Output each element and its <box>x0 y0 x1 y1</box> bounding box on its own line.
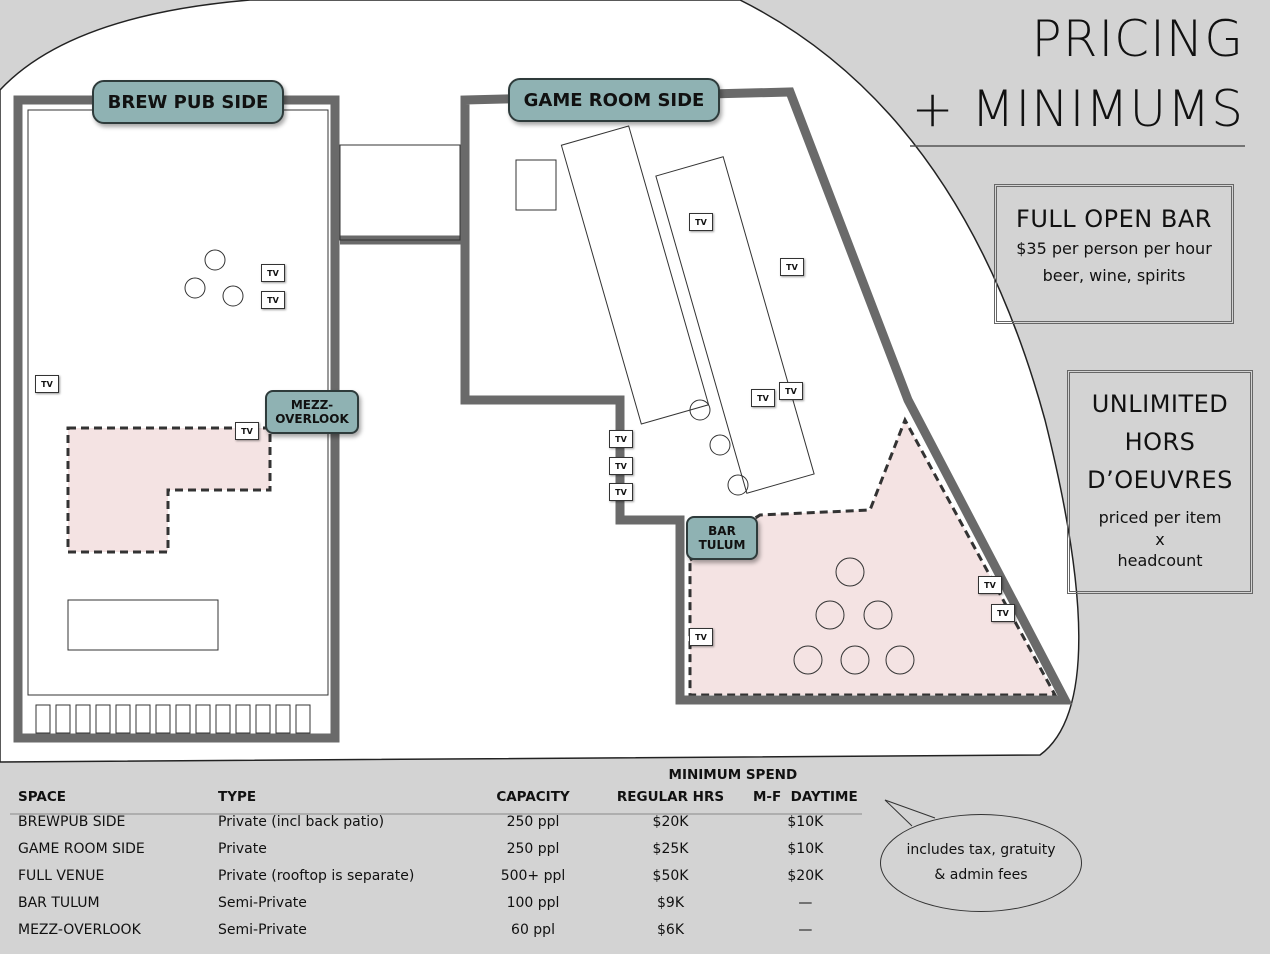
plan-details <box>27 109 915 696</box>
cell-capacity: 250 ppl <box>506 840 560 857</box>
header-space: SPACE <box>18 789 66 805</box>
cell-daytime: $10K <box>787 813 824 830</box>
tv-marker: TV <box>689 213 713 231</box>
tv-marker: TV <box>780 258 804 276</box>
hors-heading-2: HORS <box>1124 428 1196 456</box>
pink-area-tulum <box>688 416 1058 697</box>
table-row: MEZZ-OVERLOOK Semi-Private 60 ppl $6K — <box>8 916 868 943</box>
header-regular-hrs: REGULAR HRS <box>616 789 725 805</box>
tulum-line2: TULUM <box>698 538 746 552</box>
table-row: GAME ROOM SIDE Private 250 ppl $25K $10K <box>8 835 868 862</box>
open-bar-details: beer, wine, spirits <box>1042 266 1186 285</box>
cell-regular: $6K <box>657 921 684 938</box>
minimum-spend-header: MINIMUM SPEND <box>668 767 798 783</box>
pricing-table: MINIMUM SPEND SPACE TYPE CAPACITY REGULA… <box>8 764 868 943</box>
open-bar-heading: FULL OPEN BAR <box>1016 205 1212 233</box>
tv-marker: TV <box>609 430 633 448</box>
tv-marker: TV <box>35 375 59 393</box>
tv-marker: TV <box>261 264 285 282</box>
header-mf-daytime: M-F DAYTIME <box>753 789 858 805</box>
tv-marker: TV <box>689 628 713 646</box>
tv-marker: TV <box>991 604 1015 622</box>
cell-daytime: — <box>798 894 813 911</box>
tv-marker: TV <box>261 291 285 309</box>
label-game-room-side: GAME ROOM SIDE <box>508 78 720 122</box>
table-row: FULL VENUE Private (rooftop is separate) 5… <box>8 862 868 889</box>
header-type: TYPE <box>218 789 257 805</box>
cell-space: MEZZ-OVERLOOK <box>18 921 141 938</box>
title-line1: PRICING <box>1031 10 1244 68</box>
tv-marker: TV <box>235 422 259 440</box>
cell-regular: $20K <box>652 813 689 830</box>
tv-marker: TV <box>978 576 1002 594</box>
open-bar-box: FULL OPEN BAR $35 per person per hour be… <box>994 184 1234 324</box>
mezz-line2: OVERLOOK <box>275 412 349 426</box>
cell-regular: $9K <box>657 894 684 911</box>
hors-heading-1: UNLIMITED <box>1091 390 1229 418</box>
table-row: BAR TULUM Semi-Private 100 ppl $9K — <box>8 889 868 916</box>
cell-type: Semi-Private <box>218 921 307 938</box>
patio-benches <box>35 704 311 734</box>
cell-space: GAME ROOM SIDE <box>18 840 145 857</box>
cell-capacity: 60 ppl <box>511 921 555 938</box>
note-speech-bubble: includes tax, gratuity & admin fees <box>880 814 1082 912</box>
tv-marker: TV <box>751 389 775 407</box>
hors-doeuvres-box: UNLIMITED HORS D’OEUVRES priced per item… <box>1067 370 1253 594</box>
label-mezz-overlook: MEZZ-OVERLOOK <box>265 390 359 434</box>
table-header-row: SPACE TYPE CAPACITY REGULAR HRS M-F DAYT… <box>8 786 868 808</box>
cell-regular: $50K <box>652 867 689 884</box>
open-bar-price: $35 per person per hour <box>1016 239 1212 258</box>
cell-space: FULL VENUE <box>18 867 105 884</box>
tv-marker: TV <box>779 382 803 400</box>
cell-space: BAR TULUM <box>18 894 100 911</box>
game-room-wall <box>460 87 1073 705</box>
hors-line-1: priced per item <box>1098 508 1222 527</box>
mezz-line1: MEZZ- <box>290 398 334 412</box>
note-line-2: & admin fees <box>934 867 1028 883</box>
cell-capacity: 500+ ppl <box>500 867 566 884</box>
cell-type: Private <box>218 840 267 857</box>
header-capacity: CAPACITY <box>496 789 570 805</box>
label-brew-pub-side: BREW PUB SIDE <box>92 80 284 124</box>
hors-line-3: headcount <box>1117 551 1203 570</box>
title-line2: + MINIMUMS <box>911 80 1244 138</box>
tv-marker: TV <box>609 457 633 475</box>
hors-line-2: x <box>1155 530 1165 549</box>
cell-daytime: $20K <box>787 867 824 884</box>
cell-daytime: $10K <box>787 840 824 857</box>
cell-capacity: 250 ppl <box>506 813 560 830</box>
note-line-1: includes tax, gratuity <box>906 842 1056 858</box>
tulum-line1: BAR <box>708 524 736 538</box>
tv-marker: TV <box>609 483 633 501</box>
cell-space: BREWPUB SIDE <box>18 813 126 830</box>
cell-type: Private (rooftop is separate) <box>218 867 415 884</box>
cell-type: Semi-Private <box>218 894 307 911</box>
hors-heading-3: D’OEUVRES <box>1087 466 1233 494</box>
cell-capacity: 100 ppl <box>506 894 560 911</box>
cell-regular: $25K <box>652 840 689 857</box>
cell-type: Private (incl back patio) <box>218 813 385 830</box>
cell-daytime: — <box>798 921 813 938</box>
table-row: BREWPUB SIDE Private (incl back patio) 250… <box>8 808 868 835</box>
speech-bubble-tail <box>884 799 936 827</box>
